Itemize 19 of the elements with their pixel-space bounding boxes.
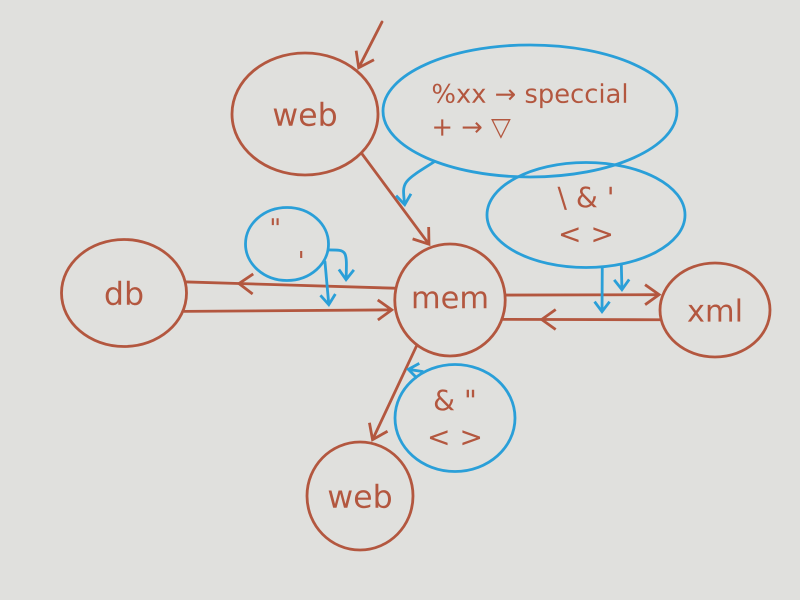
pointer-arrow <box>328 248 355 282</box>
note-bubble: & " < > <box>394 363 516 473</box>
circle-node: xml <box>658 262 772 358</box>
pointer-arrow <box>395 160 436 207</box>
pointer-arrow <box>319 260 337 307</box>
note-bubble: " ' <box>244 206 330 282</box>
arrow <box>182 298 394 322</box>
circle-node: web <box>230 52 380 176</box>
arrow <box>505 284 662 306</box>
note-bubble: %xx → speccial + → ▽ <box>382 44 678 178</box>
arrow <box>368 344 418 442</box>
circle-node: mem <box>393 242 507 358</box>
pointer-arrow <box>613 264 630 292</box>
arrow <box>360 152 430 246</box>
pointer-arrow <box>593 266 611 314</box>
circle-node: web <box>306 440 414 552</box>
circle-node: db <box>60 238 188 348</box>
note-bubble: \ & ' < > <box>486 161 686 269</box>
arrow <box>354 20 384 70</box>
